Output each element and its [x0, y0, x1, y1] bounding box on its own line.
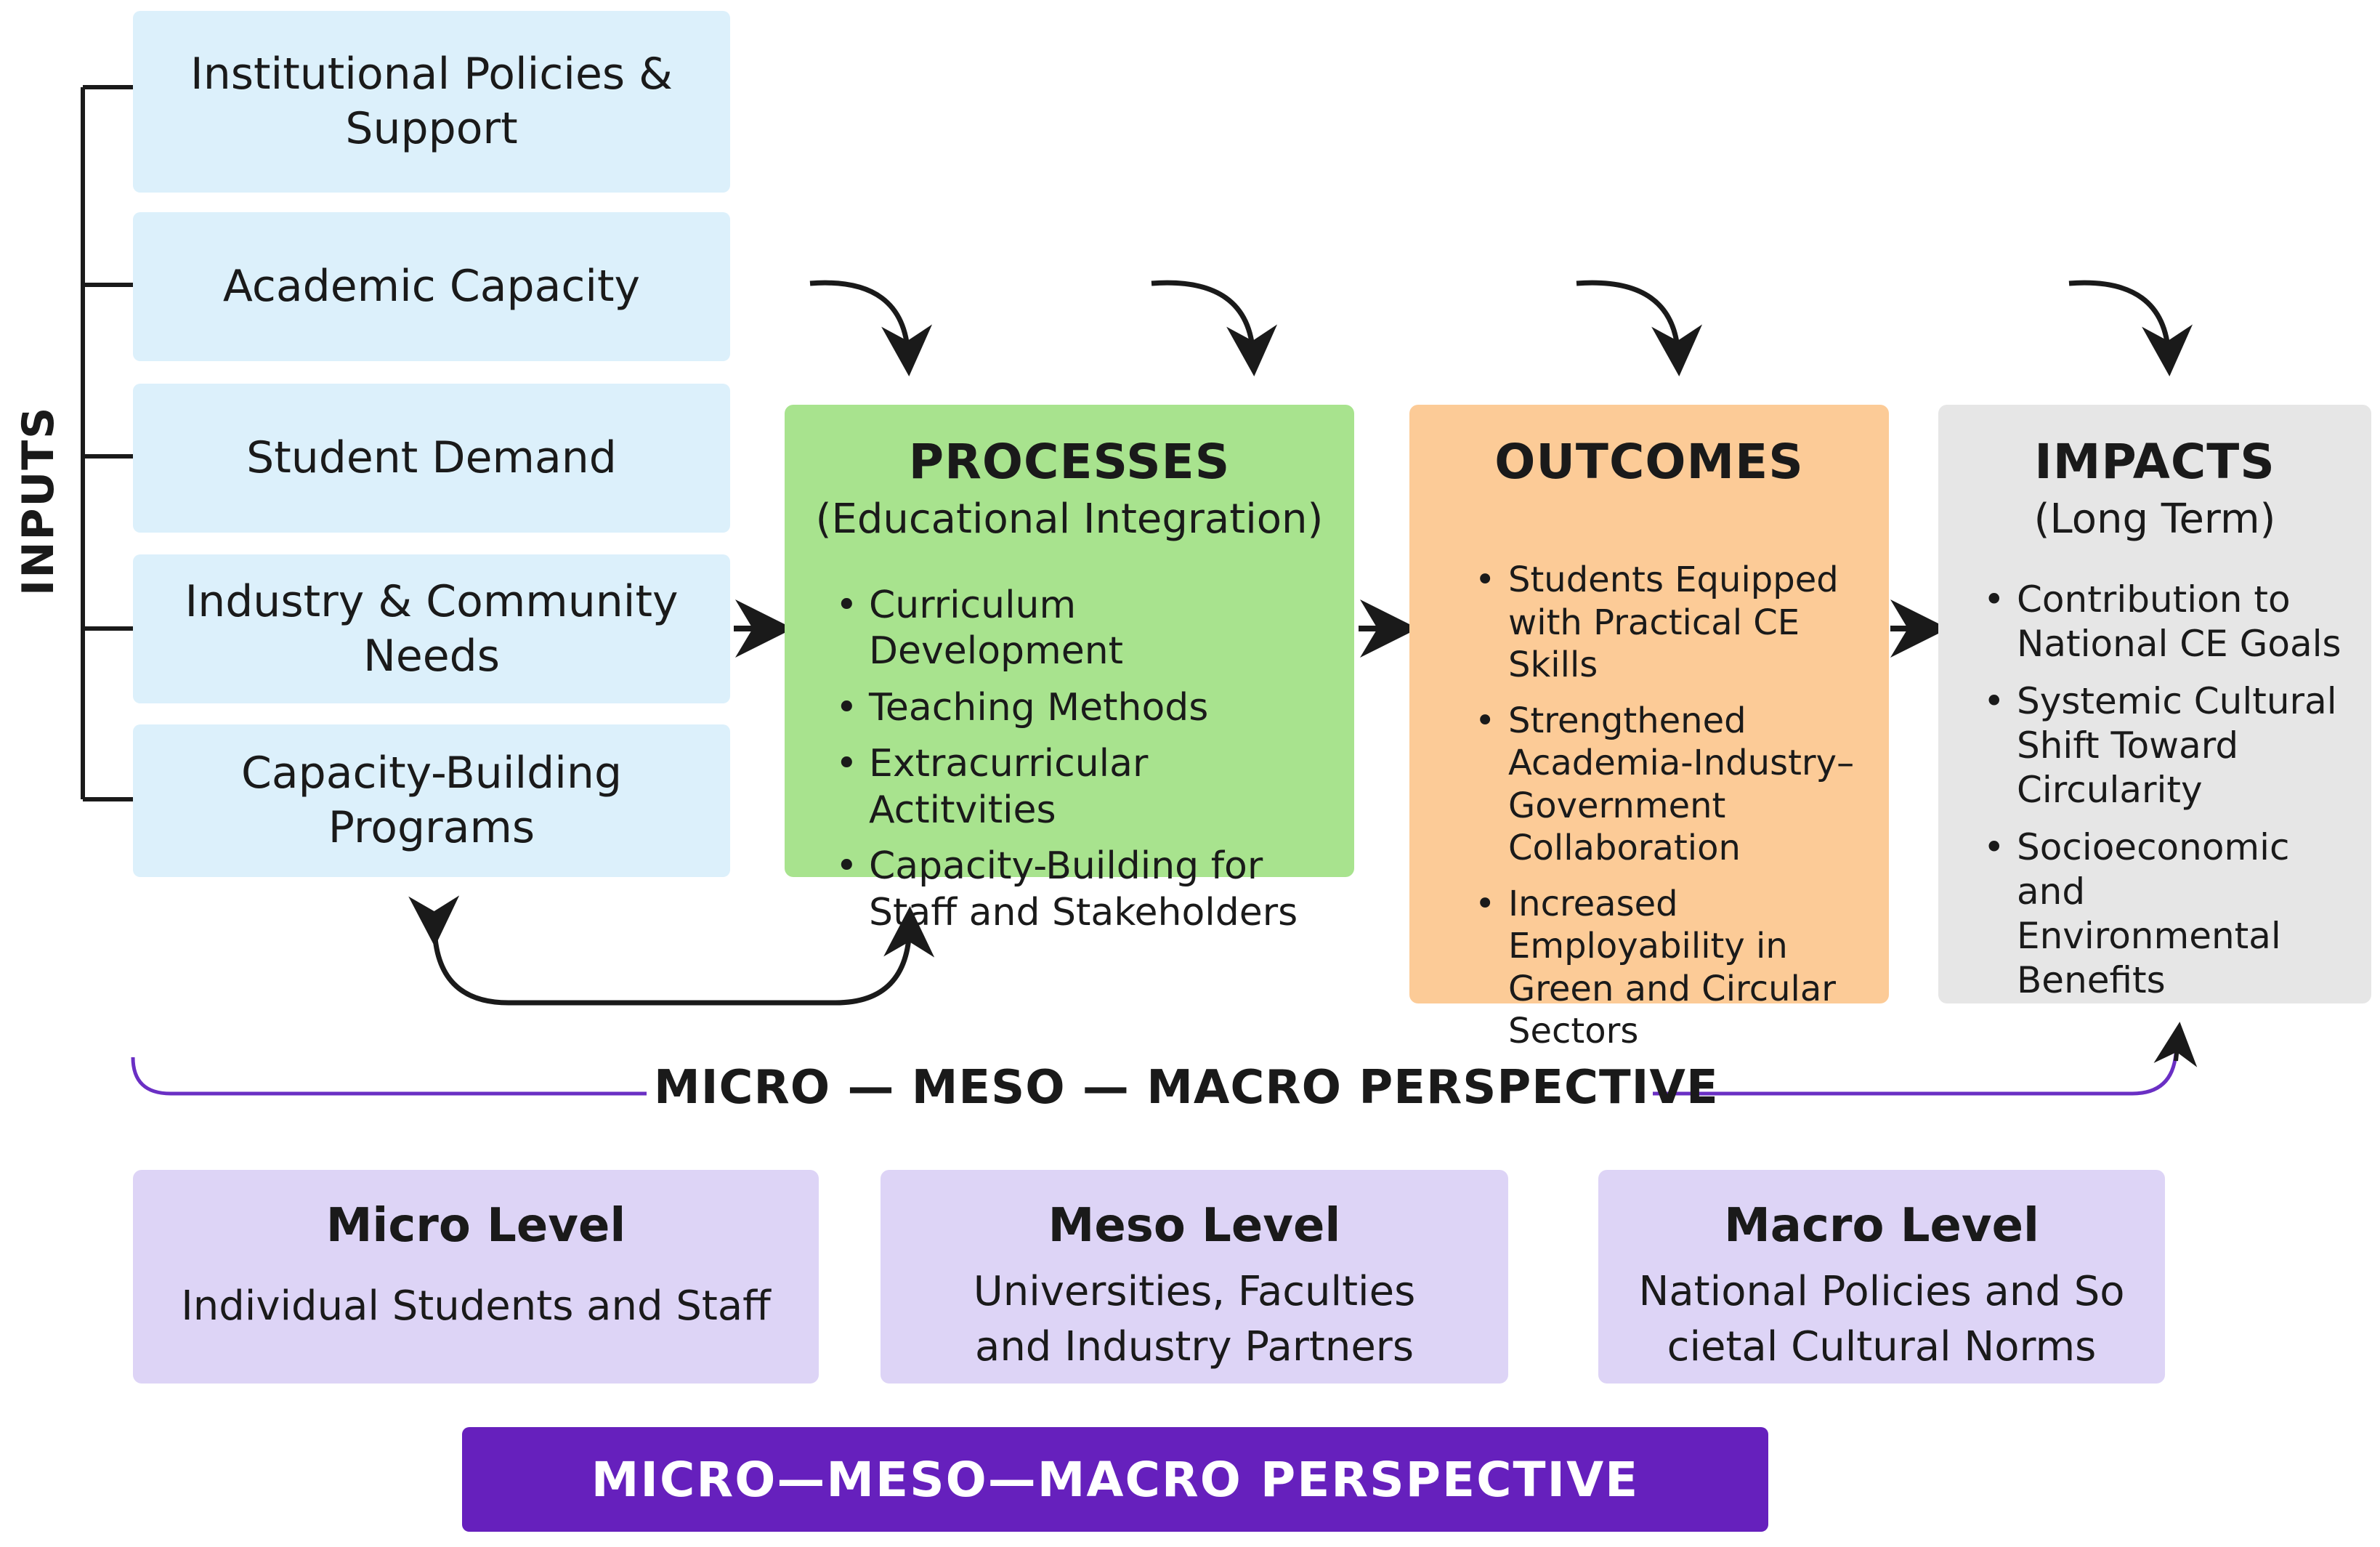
list-item: Contribution to National CE Goals [1982, 578, 2360, 666]
list-item: Students Equipped with Practical CE Skil… [1473, 559, 1880, 687]
inputs-label: INPUTS [13, 405, 64, 596]
input-academic-capacity: Academic Capacity [133, 212, 730, 361]
processes-list: Curriculum Development Teaching Methods … [834, 583, 1335, 946]
curved-arrow-2 [1151, 280, 1278, 376]
impacts-list: Contribution to National CE Goals System… [1982, 578, 2360, 1013]
input-capacity-building: Capacity-Building Programs [133, 724, 730, 877]
meso-level-desc: Universities, Faculties and Industry Par… [973, 1268, 1416, 1370]
input-industry-community-needs: Industry & Community Needs [133, 554, 730, 703]
processes-box: PROCESSES (Educational Integration) Curr… [785, 405, 1354, 934]
input-label: Institutional Policies & Support [190, 49, 673, 154]
impacts-title: IMPACTS [2034, 434, 2275, 490]
input-student-demand: Student Demand [133, 384, 730, 533]
outcomes-box: OUTCOMES Students Equipped with Practica… [1409, 405, 1889, 1051]
meso-level-title: Meso Level [1048, 1199, 1341, 1253]
processes-subtitle: (Educational Integration) [815, 496, 1324, 543]
input-label: Student Demand [246, 432, 617, 483]
macro-level-title: Macro Level [1724, 1199, 2039, 1253]
list-item: Curriculum Development [834, 583, 1335, 675]
list-item: Extracurricular Actitvities [834, 741, 1335, 833]
outcomes-title: OUTCOMES [1494, 434, 1804, 490]
input-label: Capacity-Building Programs [240, 748, 623, 853]
feedback-loop-arrow [408, 895, 935, 1006]
list-item: Socioeconomic and Environmental Benefits [1982, 825, 2360, 1003]
perspective-line-left [131, 1057, 647, 1096]
impacts-box: IMPACTS (Long Term) Contribution to Nati… [1938, 405, 2371, 1003]
perspective-arrowhead [2153, 1022, 2198, 1067]
macro-level-box: Macro Level National Policies and So cie… [1598, 1170, 2165, 1384]
micro-level-box: Micro Level Individual Students and Staf… [133, 1170, 819, 1384]
perspective-line-title: MICRO — MESO — MACRO PERSPECTIVE [654, 1061, 1719, 1115]
list-item: Capacity-Building for Staff and Stakehol… [834, 844, 1335, 936]
curved-arrow-3 [1576, 280, 1703, 376]
perspective-banner-label: MICRO—MESO—MACRO PERSPECTIVE [591, 1451, 1640, 1508]
list-item: Systemic Cultural Shift Toward Circulari… [1982, 679, 2360, 812]
list-item: Strengthened Academia-Industry–Governmen… [1473, 700, 1880, 870]
list-item: Teaching Methods [834, 685, 1335, 732]
impacts-subtitle: (Long Term) [2033, 496, 2276, 543]
inputs-bracket [81, 85, 133, 801]
outcomes-list: Students Equipped with Practical CE Skil… [1473, 559, 1880, 1063]
input-institutional-policies: Institutional Policies & Support [133, 11, 730, 193]
micro-level-desc: Individual Students and Staff [181, 1283, 771, 1330]
curved-arrow-1 [809, 280, 933, 376]
meso-level-box: Meso Level Universities, Faculties and I… [881, 1170, 1508, 1384]
perspective-banner: MICRO—MESO—MACRO PERSPECTIVE [462, 1427, 1768, 1532]
input-label: Academic Capacity [222, 261, 641, 312]
macro-level-desc: National Policies and So cietal Cultural… [1638, 1268, 2125, 1370]
curved-arrow-4 [2068, 280, 2193, 376]
list-item: Increased Employability in Green and Cir… [1473, 883, 1880, 1053]
micro-level-title: Micro Level [325, 1199, 626, 1253]
processes-title: PROCESSES [908, 434, 1231, 490]
input-label: Industry & Community Needs [185, 575, 679, 682]
